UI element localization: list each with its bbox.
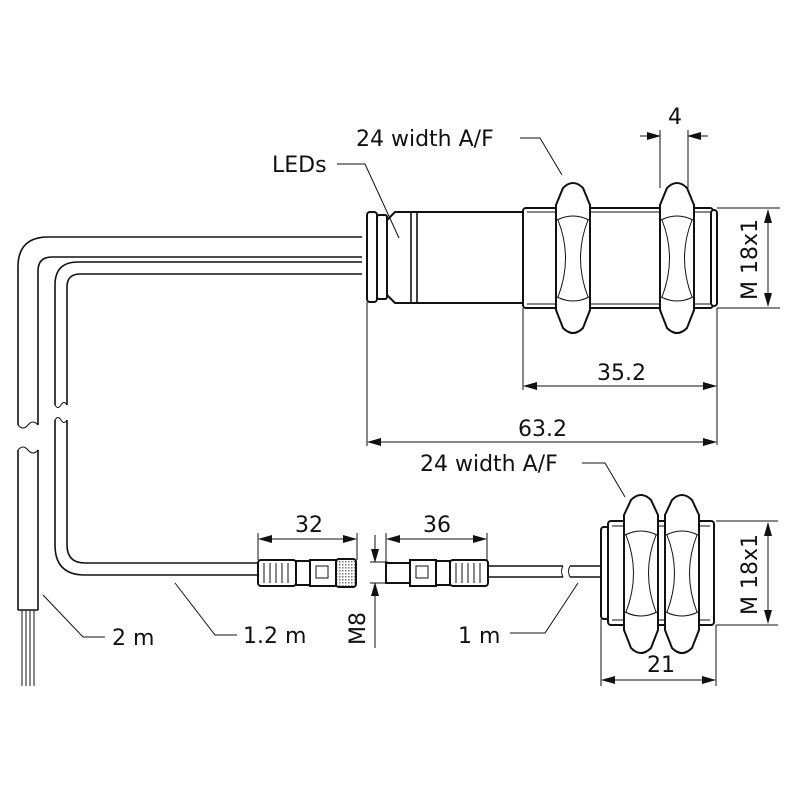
connector-thread-label: M8 <box>346 612 371 645</box>
dim-21 <box>600 619 717 686</box>
len-total-label: 63.2 <box>518 417 567 442</box>
cable-1m-leader <box>510 582 579 634</box>
cable-2m <box>17 236 362 686</box>
sensor-lower <box>600 494 715 654</box>
cable-1-2m <box>54 261 362 576</box>
af-top-label: 24 width A/F <box>356 127 494 152</box>
af-bottom-label: 24 width A/F <box>420 452 558 477</box>
nut-lower-1 <box>623 494 659 654</box>
connector-female-label: 32 <box>295 513 323 538</box>
connector-male <box>385 559 489 587</box>
dim-35-2 <box>522 308 718 445</box>
dim-thread-bottom <box>716 520 778 626</box>
sensor-upper <box>366 182 718 334</box>
af-bottom-leader <box>582 462 626 498</box>
dim-thread-top <box>717 207 780 309</box>
nut-width-label: 4 <box>668 105 682 130</box>
cable-1m-label: 1 m <box>458 624 500 649</box>
leds-leader <box>337 163 400 239</box>
cable-2m-label: 2 m <box>112 626 154 651</box>
nut-lower-2 <box>664 494 700 654</box>
thread-top-label: M 18x1 <box>738 219 763 300</box>
cable-2m-leader <box>42 594 105 638</box>
dim-m8 <box>370 535 388 648</box>
af-top-leader <box>520 137 563 176</box>
leds-label: LEDs <box>272 153 327 178</box>
cable-1m <box>488 565 603 578</box>
thread-bottom-label: M 18x1 <box>738 534 763 615</box>
len-thread-label: 35.2 <box>597 361 646 386</box>
dim-nut-width <box>640 130 708 188</box>
connector-male-label: 36 <box>423 513 451 538</box>
dim-36 <box>385 533 488 563</box>
dim-63-2 <box>366 302 717 446</box>
cable-1-2m-leader <box>174 582 237 636</box>
cable-1-2m-label: 1.2 m <box>243 624 306 649</box>
nut-upper-2 <box>659 182 695 334</box>
nut-upper-1 <box>555 182 591 334</box>
len-short-label: 21 <box>647 653 675 678</box>
connector-female <box>257 558 357 588</box>
dim-32 <box>257 533 358 560</box>
